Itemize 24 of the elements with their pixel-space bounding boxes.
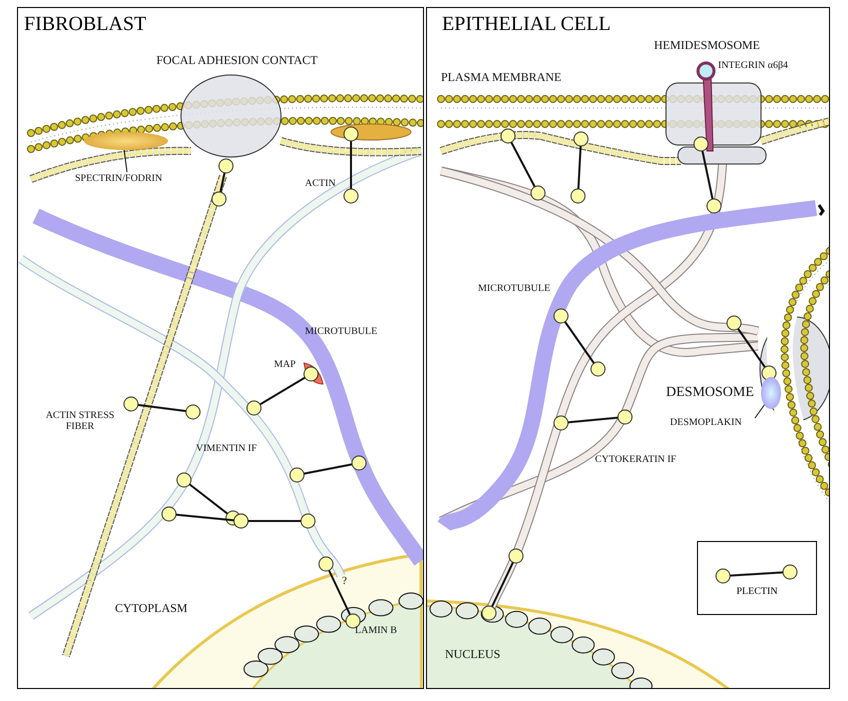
structure-label: CYTOPLASM <box>115 601 188 616</box>
structure-label: HEMIDESMOSOME <box>654 38 760 53</box>
leader-line <box>754 404 766 418</box>
structure-label: LAMIN B <box>355 625 397 636</box>
structure-label: ? <box>342 575 347 587</box>
structure-label: CYTOKERATIN IF <box>595 454 676 465</box>
structure-label: MAP <box>274 359 296 370</box>
structure-label: MICROTUBULE <box>478 283 550 294</box>
structure-label: NUCLEUS <box>445 647 500 662</box>
panel-title: FIBROBLAST <box>24 13 146 36</box>
structure-label: INTEGRIN α6β4 <box>718 60 788 71</box>
structure-label: MICROTUBULE <box>305 326 378 337</box>
structure-label: ACTIN <box>305 178 336 189</box>
structure-label: ACTIN STRESS FIBER <box>44 410 116 432</box>
structure-label: SPECTRIN/FODRIN <box>75 173 162 184</box>
structure-label: FOCAL ADHESION CONTACT <box>156 53 318 68</box>
panel-title: EPITHELIAL CELL <box>442 13 611 36</box>
structure-label: PLASMA MEMBRANE <box>441 70 562 85</box>
structure-label: DESMOSOME <box>666 385 754 401</box>
structure-label: DESMOPLAKIN <box>670 417 742 428</box>
protein-oval <box>84 132 168 150</box>
structure-label: VIMENTIN IF <box>196 443 257 454</box>
legend-label: PLECTIN <box>735 586 779 597</box>
leader-line <box>124 148 128 172</box>
